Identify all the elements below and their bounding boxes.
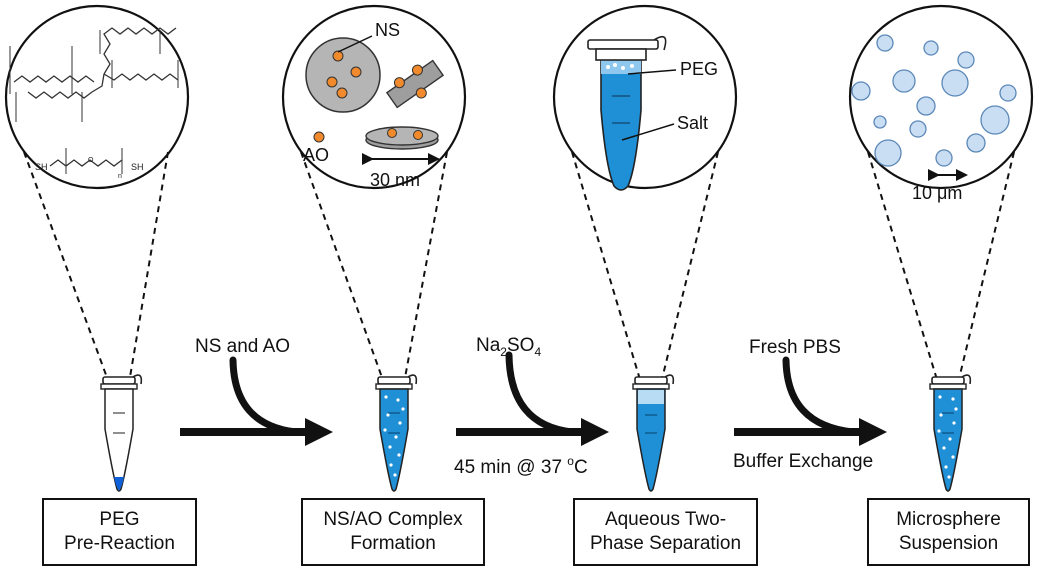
inset-microspheres: 10 μm [848,4,1034,203]
step2-below-label: 45 min @ 37 oC [454,454,588,478]
stage-complex-line2: Formation [350,533,436,554]
inset-phase-tube: PEG Salt [552,4,738,191]
zoom-lines [23,151,1015,384]
stage-peg-line2: Pre-Reaction [64,533,175,554]
thiol-left-label: SH [35,162,48,172]
ao-label: AO [303,145,329,165]
oxygen-label: O [88,157,94,164]
free-ao-dot [313,131,325,143]
stage-atps-line1: Aqueous Two- [604,509,727,530]
tube-complex [375,374,418,492]
arrow-step-1: NS and AO [180,336,333,446]
inset-peg-chemistry: SH SH n O [4,4,190,190]
thiol-right-label: SH [131,162,144,172]
step3-below-label: Buffer Exchange [733,451,873,472]
salt-phase-label: Salt [677,113,708,133]
scale-10um-label: 10 μm [912,183,962,203]
tube-peg [100,374,143,492]
tube-microspheres [929,374,972,492]
tube-two-phase [632,374,675,492]
scale-30nm-label: 30 nm [370,170,420,190]
nanosilicate-disc-tilted [385,59,445,109]
nanosilicate-disc-flat [365,126,439,146]
stage-box-peg: PEG Pre-Reaction [42,498,197,566]
stage-micro-line2: Suspension [898,533,999,554]
inset-nanosilicate: NS AO 30 nm [281,4,467,190]
ns-label: NS [375,20,400,40]
peg-tetra-acrylate-structure [9,27,179,174]
stage-micro-line1: Microsphere [896,509,1001,530]
peg-phase-label: PEG [680,59,718,79]
stage-atps-line2: Phase Separation [589,533,742,554]
nanosilicate-disc [305,37,381,113]
stage-complex-line1: NS/AO Complex [323,509,463,530]
arrow-step-3: Fresh PBS Buffer Exchange [733,337,887,472]
step2-above-label: Na2SO4 [476,335,541,359]
step3-above-label: Fresh PBS [749,337,841,358]
stage-peg-line1: PEG [99,509,140,530]
microsphere-field [851,34,1017,167]
step1-above-label: NS and AO [195,336,290,357]
repeat-n-label: n [118,173,122,180]
arrow-step-2: Na2SO4 45 min @ 37 oC [454,335,609,478]
stage-box-atps: Aqueous Two- Phase Separation [573,498,758,566]
